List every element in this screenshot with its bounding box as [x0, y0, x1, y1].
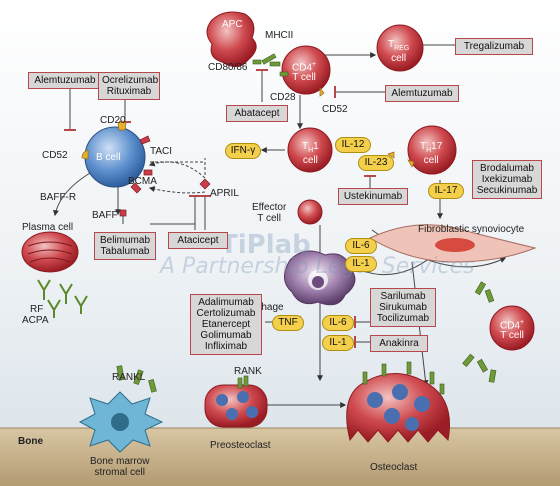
cd52-t-label: CD52 [322, 104, 348, 115]
th17-cell [407, 125, 457, 175]
taci-label: TACI [150, 146, 173, 157]
effector-t-cell [297, 199, 323, 225]
cytokine-il1-a: IL-1 [345, 256, 377, 272]
cd4-t-cell-small [489, 305, 535, 351]
cytokine-il6-a: IL-6 [345, 238, 377, 254]
bone-layer [0, 428, 560, 486]
th1-cell [287, 127, 333, 173]
apc-cell [206, 11, 257, 67]
drug-alemtuzumab-top: Alemtuzumab [385, 85, 459, 102]
rank-label: RANK [234, 366, 262, 377]
april-label: APRIL [210, 188, 239, 199]
baff-label: BAFF [92, 210, 118, 221]
cd28-label: CD28 [270, 92, 296, 103]
antibody-marks [37, 279, 88, 318]
cytokine-il1-b: IL-1 [322, 335, 354, 351]
b-cell-label: B cell [96, 152, 121, 163]
drug-atacicept: Atacicept [168, 232, 228, 249]
cd80-86-label: CD80/86 [208, 62, 248, 73]
plasma-cell-label: Plasma cell [22, 222, 74, 233]
rf-label: RF [30, 304, 44, 315]
rankl-label: RANKL [112, 372, 146, 383]
receptor-marks [116, 53, 497, 395]
drug-abatacept: Abatacept [226, 105, 288, 122]
mhcii-label: MHCII [265, 30, 294, 41]
preosteoclast [204, 384, 268, 428]
watermark-line2: A Partnership Legal Services [160, 254, 475, 279]
plasma-cell [21, 231, 79, 273]
cd4-t-cell [281, 45, 331, 95]
bone-label: Bone [18, 436, 43, 447]
watermark-line1: TiPlab [220, 230, 311, 260]
cd4-t-cell-small-label: CD4+T cell [500, 319, 525, 342]
cd4-t-cell-label: CD4+T cell [292, 61, 317, 84]
drug-tregalizumab: Tregalizumab [455, 38, 533, 55]
cytokine-ifn-gamma: IFN-γ [225, 143, 261, 159]
drug-alemtuzumab-left: Alemtuzumab [28, 72, 102, 89]
fibroblastic-synoviocyte-label: Fibroblastic synoviocyte [418, 224, 525, 235]
osteoclast-label: Osteoclast [370, 462, 418, 473]
cytokine-il6-b: IL-6 [322, 315, 354, 331]
cytokine-il23: IL-23 [358, 155, 394, 171]
drug-ustekinumab: Ustekinumab [338, 188, 408, 205]
cd20-label: CD20 [100, 115, 126, 126]
cytokine-il12: IL-12 [335, 137, 371, 153]
bcma-label: BCMA [128, 176, 157, 187]
cd52-b-label: CD52 [42, 150, 68, 161]
preosteoclast-label: Preosteoclast [210, 440, 271, 451]
drug-anakinra: Anakinra [370, 335, 428, 352]
cytokine-il17: IL-17 [428, 183, 464, 199]
acpa-label: ACPA [22, 315, 49, 326]
baff-r-label: BAFF-R [40, 192, 77, 203]
cytokine-tnf: TNF [272, 315, 304, 331]
apc-label: APC [222, 19, 243, 30]
treg-cell [376, 24, 424, 72]
osteoclast [346, 373, 451, 443]
